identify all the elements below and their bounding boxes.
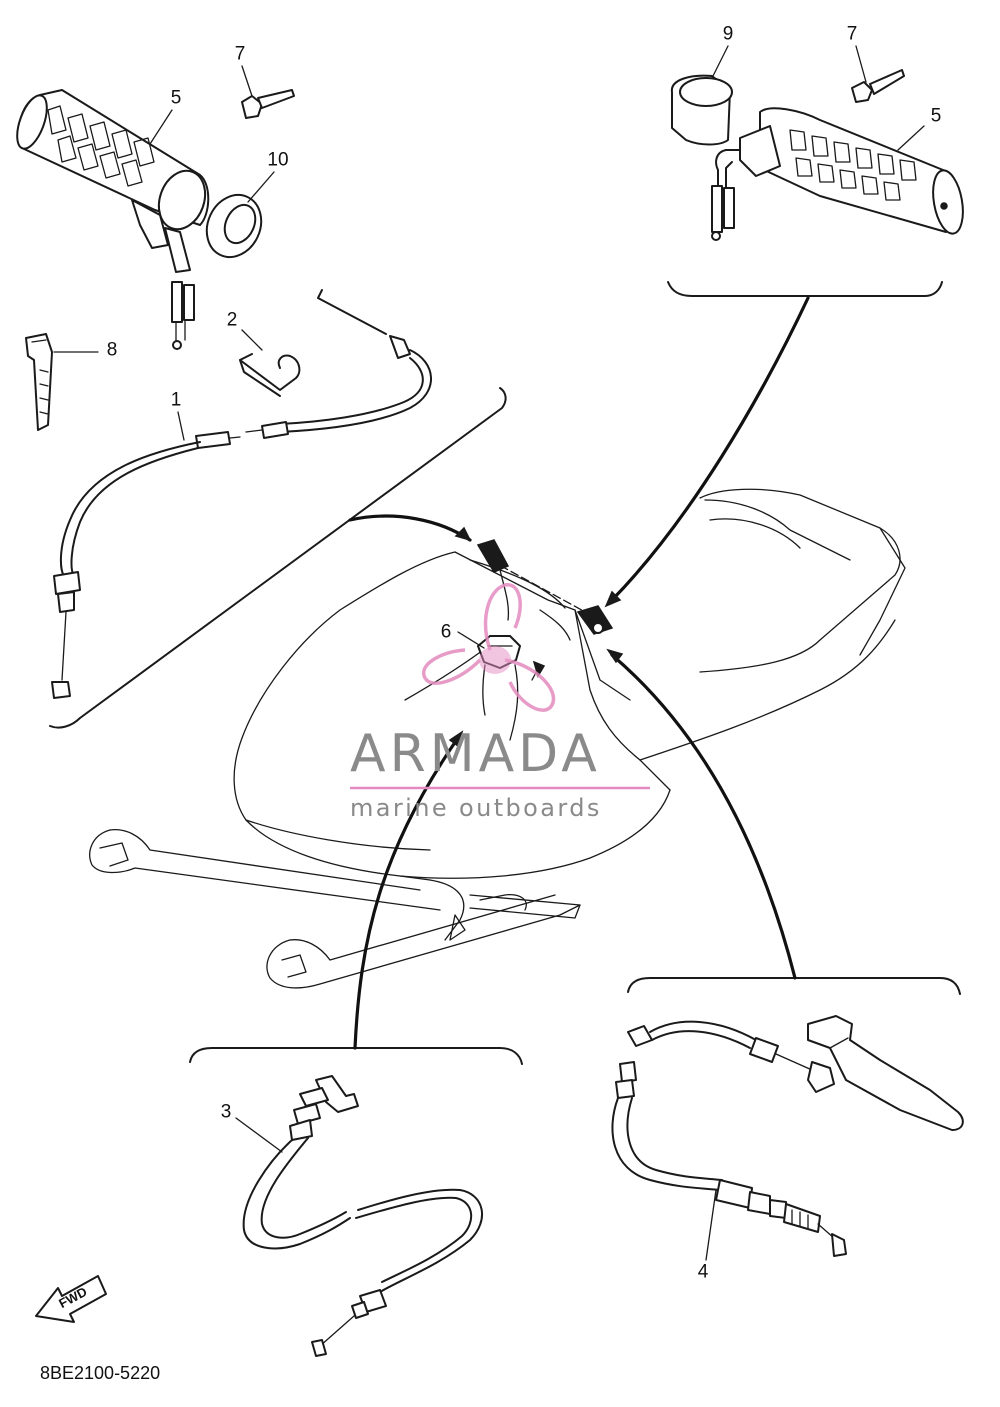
part-callout-2: 2: [226, 309, 238, 331]
part-callout-10: 10: [267, 149, 289, 171]
part-callout-7-right: 7: [846, 23, 858, 45]
ring-part-10: [205, 193, 263, 259]
screw-part-7-left: [241, 89, 295, 119]
cap-part-9: [670, 74, 733, 146]
leader-arrows: [348, 296, 810, 1050]
part-callout-7-left: 7: [234, 43, 246, 65]
watermark-subtitle: marine outboards: [350, 794, 602, 822]
cable-part-1: [51, 289, 432, 699]
part-callout-8: 8: [106, 339, 118, 361]
fwd-arrow-icon: [35, 1275, 107, 1323]
snowmobile-outline: [89, 488, 906, 989]
left-grip-part-5: [16, 89, 210, 350]
part-callout-9: 9: [722, 23, 734, 45]
clip-part-2: [239, 353, 301, 397]
drawing-code: 8BE2100-5220: [40, 1363, 161, 1383]
part-callout-5-left: 5: [170, 87, 182, 109]
screw-part-7-right: [851, 69, 905, 103]
part-callout-4: 4: [697, 1261, 709, 1283]
part-callout-6: 6: [440, 621, 452, 643]
watermark-title: ARMADA: [350, 724, 601, 784]
cable-part-4: [611, 1015, 964, 1257]
cable-part-3: [242, 1075, 483, 1357]
propeller-logo-icon: [421, 583, 556, 712]
handlebar-assembly: [404, 539, 614, 741]
part-callout-3: 3: [220, 1101, 232, 1123]
band-part-8: [25, 333, 53, 431]
right-grip-part-5: [711, 107, 964, 241]
part-callout-5-right: 5: [930, 105, 942, 127]
part-callout-1: 1: [170, 389, 182, 411]
